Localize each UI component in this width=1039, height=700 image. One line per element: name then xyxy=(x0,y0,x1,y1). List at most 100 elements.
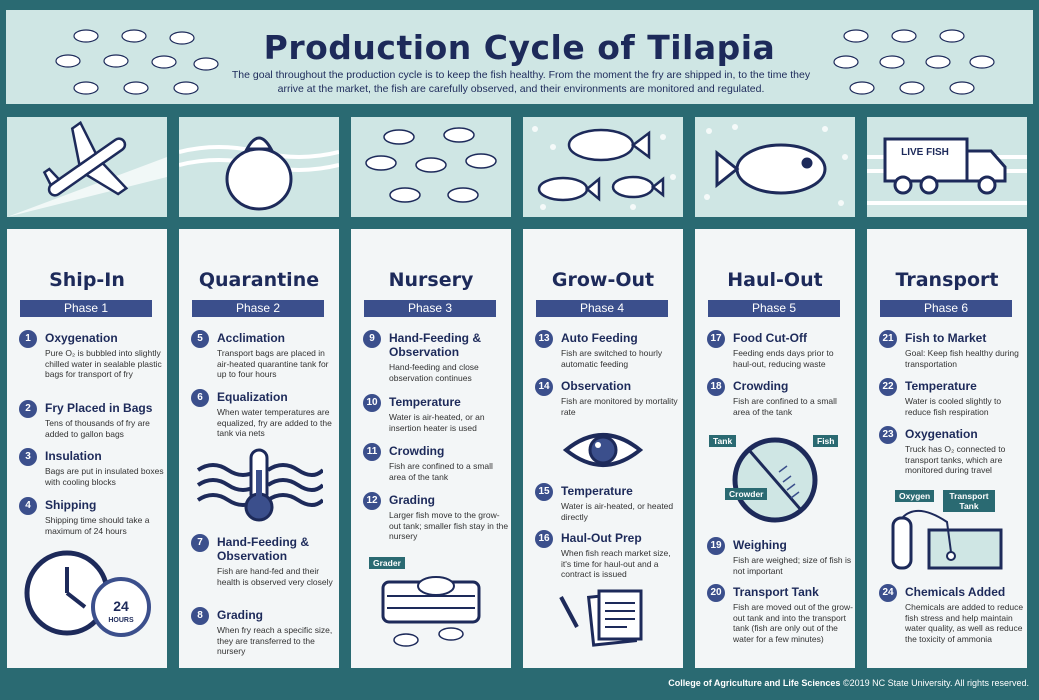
step-title: Oxygenation xyxy=(905,427,978,441)
step-title: Grading xyxy=(389,493,436,507)
fish-school-icon xyxy=(365,127,497,203)
step-title: Haul-Out Prep xyxy=(561,531,642,545)
step-desc: Fish are switched to hourly automatic fe… xyxy=(561,348,663,369)
step-number: 10 xyxy=(363,394,381,412)
fish-icon xyxy=(532,126,676,210)
step-number: 11 xyxy=(363,443,381,461)
phase-column-grow-out: Grow-Out Phase 4 13 Auto Feeding Fish ar… xyxy=(523,117,683,668)
phase-art xyxy=(179,117,339,217)
step-number: 16 xyxy=(535,530,553,548)
fish-school-right-icon xyxy=(833,29,995,95)
phase-name: Haul-Out xyxy=(727,269,823,291)
clock-icon: 24 HOURS xyxy=(24,550,151,637)
step-number: 7 xyxy=(191,534,209,552)
step-desc: When water temperatures are equalized, f… xyxy=(217,407,332,438)
step-title: Grading xyxy=(217,608,264,622)
step-desc: When fry reach a specific size, they are… xyxy=(217,625,333,656)
page-title: Production Cycle of Tilapia xyxy=(263,28,776,67)
oxygen-tank-icon xyxy=(891,510,1003,570)
step-title: Chemicals Added xyxy=(905,585,1006,599)
thermometer-icon xyxy=(196,448,323,522)
phase-name: Quarantine xyxy=(198,269,320,291)
phase-badge: Phase 5 xyxy=(708,300,840,317)
step-number: 15 xyxy=(535,483,553,501)
step-desc: When fish reach market size, it's time f… xyxy=(561,548,671,579)
step-desc: Hand-feeding and close observation conti… xyxy=(389,362,479,383)
step-desc: Transport bags are placed in air-heated … xyxy=(217,348,329,379)
step-title: Auto Feeding xyxy=(561,331,638,345)
step-desc: Water is air-heated, or an insertion hea… xyxy=(389,412,485,433)
phase-art xyxy=(7,117,167,217)
phase-badge: Phase 1 xyxy=(20,300,152,317)
step-title: Weighing xyxy=(733,538,787,552)
phase-name: Grow-Out xyxy=(551,269,655,291)
step-number: 23 xyxy=(879,426,897,444)
phase-column-quarantine: Quarantine Phase 2 5 Acclimation Transpo… xyxy=(179,117,339,668)
crowder-tank-icon xyxy=(732,437,818,523)
bag-icon xyxy=(179,136,339,211)
step-desc: Larger fish move to the grow-out tank; s… xyxy=(389,510,509,541)
header-banner: Production Cycle of Tilapia The goal thr… xyxy=(6,10,1033,104)
step-desc: Fish are monitored by mortality rate xyxy=(561,396,678,417)
step-number: 17 xyxy=(707,330,725,348)
step-title: Observation xyxy=(561,379,632,393)
step-desc: Truck has O₂ connected to transport tank… xyxy=(905,444,1006,475)
page-subtitle: The goal throughout the production cycle… xyxy=(231,69,811,95)
step-number: 2 xyxy=(19,400,37,418)
phase-art xyxy=(523,117,683,217)
step-desc: Fish are hand-fed and their health is ob… xyxy=(217,566,333,587)
grader-label: Grader xyxy=(369,557,405,569)
step-desc: Fish are confined to a small area of the… xyxy=(389,461,493,482)
step-title: Food Cut-Off xyxy=(733,331,807,345)
fish-label: Fish xyxy=(813,435,839,447)
big-fish-icon xyxy=(704,124,848,206)
step-title: Fry Placed in Bags xyxy=(45,401,153,415)
eye-icon xyxy=(563,433,643,467)
step-number: 6 xyxy=(191,389,209,407)
grader-icon xyxy=(381,576,481,647)
step-title: Temperature xyxy=(561,484,633,498)
phase-badge: Phase 3 xyxy=(364,300,496,317)
step-title: Oxygenation xyxy=(45,331,118,345)
step-desc: Fish are weighed; size of fish is not im… xyxy=(733,555,852,576)
step-number: 9 xyxy=(363,330,381,348)
step-number: 5 xyxy=(191,330,209,348)
step-desc: Water is cooled slightly to reduce fish … xyxy=(905,396,1002,417)
step-title: Shipping xyxy=(45,498,97,512)
step-desc: Pure O₂ is bubbled into slightly chilled… xyxy=(45,348,162,379)
step-number: 14 xyxy=(535,378,553,396)
step-number: 13 xyxy=(535,330,553,348)
step-desc: Tens of thousands of fry are added to ga… xyxy=(45,418,150,439)
phase-name: Ship-In xyxy=(49,269,125,291)
phase-badge: Phase 2 xyxy=(192,300,324,317)
footer-college: College of Agriculture and Life Sciences xyxy=(668,678,841,688)
step-desc: Fish are moved out of the grow-out tank … xyxy=(733,602,854,644)
transport-tank-label: Transport Tank xyxy=(943,490,995,512)
phase-badge: Phase 4 xyxy=(536,300,668,317)
footer-copyright: ©2019 NC State University. All rights re… xyxy=(842,678,1029,688)
step-desc: Shipping time should take a maximum of 2… xyxy=(45,515,150,536)
step-title: Insulation xyxy=(45,449,102,463)
step-desc: Goal: Keep fish healthy during transport… xyxy=(905,348,1019,369)
step-desc: Feeding ends days prior to haul-out, red… xyxy=(733,348,834,369)
step-title: Hand-Feeding & Observation xyxy=(217,535,309,563)
step-title: Acclimation xyxy=(217,331,286,345)
phase-art: LIVE FISH xyxy=(867,117,1027,217)
oxygen-label: Oxygen xyxy=(895,490,935,502)
fish-school-left-icon xyxy=(55,29,219,95)
phase-column-haul-out: Haul-Out Phase 5 17 Food Cut-Off Feeding… xyxy=(695,117,855,668)
step-desc: Chemicals are added to reduce fish stres… xyxy=(905,602,1024,644)
step-title: Temperature xyxy=(389,395,461,409)
step-number: 3 xyxy=(19,448,37,466)
crowder-label: Crowder xyxy=(725,488,768,500)
step-number: 19 xyxy=(707,537,725,555)
footer: College of Agriculture and Life Sciences… xyxy=(668,678,1029,688)
phase-art xyxy=(695,117,855,217)
step-number: 8 xyxy=(191,607,209,625)
step-title: Transport Tank xyxy=(733,585,819,599)
step-desc: Bags are put in insulated boxes with coo… xyxy=(45,466,164,487)
step-number: 22 xyxy=(879,378,897,396)
phase-badge: Phase 6 xyxy=(880,300,1012,317)
phase-column-nursery: Nursery Phase 3 9 Hand-Feeding & Observa… xyxy=(351,117,511,668)
airplane-icon xyxy=(7,120,167,217)
